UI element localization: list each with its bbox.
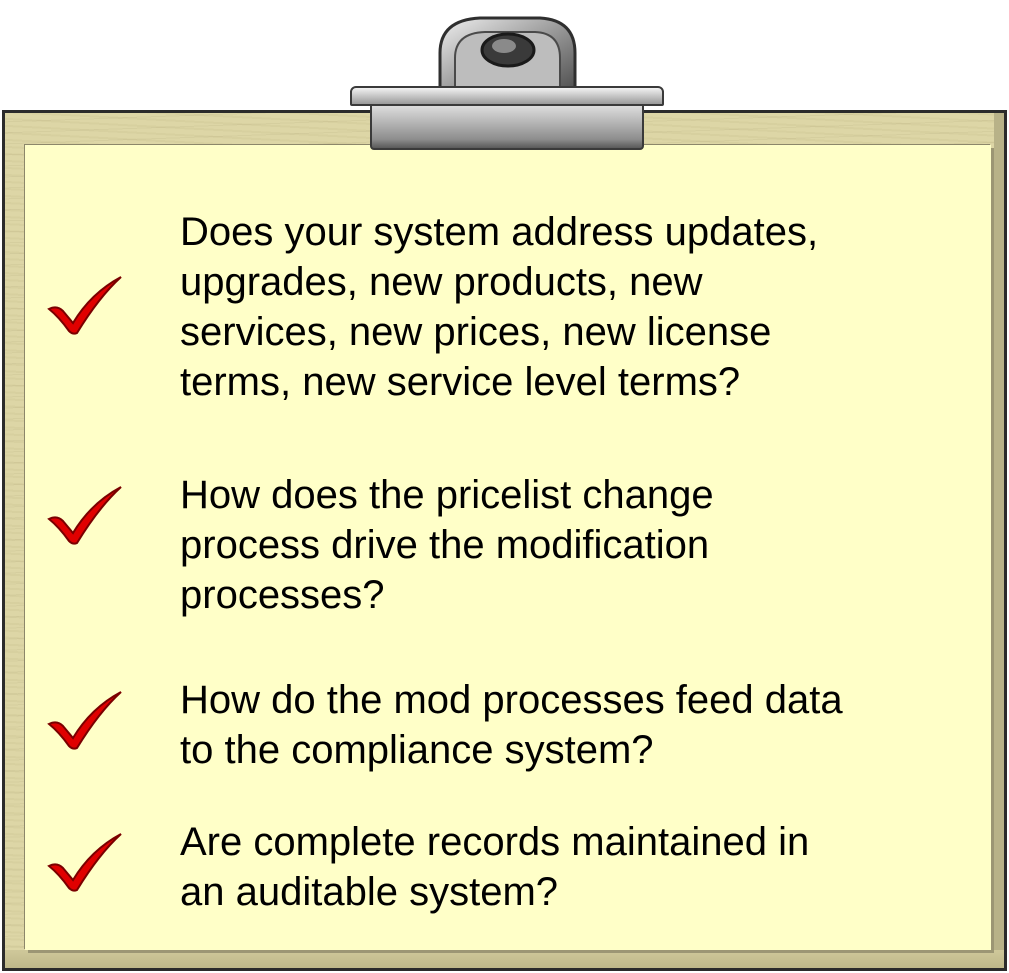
list-item-text: Does your system address updates, upgrad… (180, 210, 819, 404)
paper-sheet (25, 145, 991, 950)
clip-ring-icon (438, 16, 577, 98)
red-check-mark-icon (47, 833, 122, 892)
red-check-mark-icon (47, 276, 122, 335)
red-check-mark-icon (47, 486, 122, 545)
list-item-text: Are complete records maintained in an au… (180, 820, 810, 914)
list-item-text: How do the mod processes feed data to th… (180, 678, 843, 772)
clipboard-clip-icon (340, 0, 670, 175)
clip-lip (350, 86, 664, 106)
clipboard-edge-shadow-bottom (5, 950, 1004, 968)
red-check-mark-icon (47, 691, 122, 750)
checklist: Does your system address updates, upgrad… (25, 145, 991, 950)
list-item-text: How does the pricelist change process dr… (180, 473, 714, 617)
clipboard-edge-shadow-right (994, 113, 1004, 968)
